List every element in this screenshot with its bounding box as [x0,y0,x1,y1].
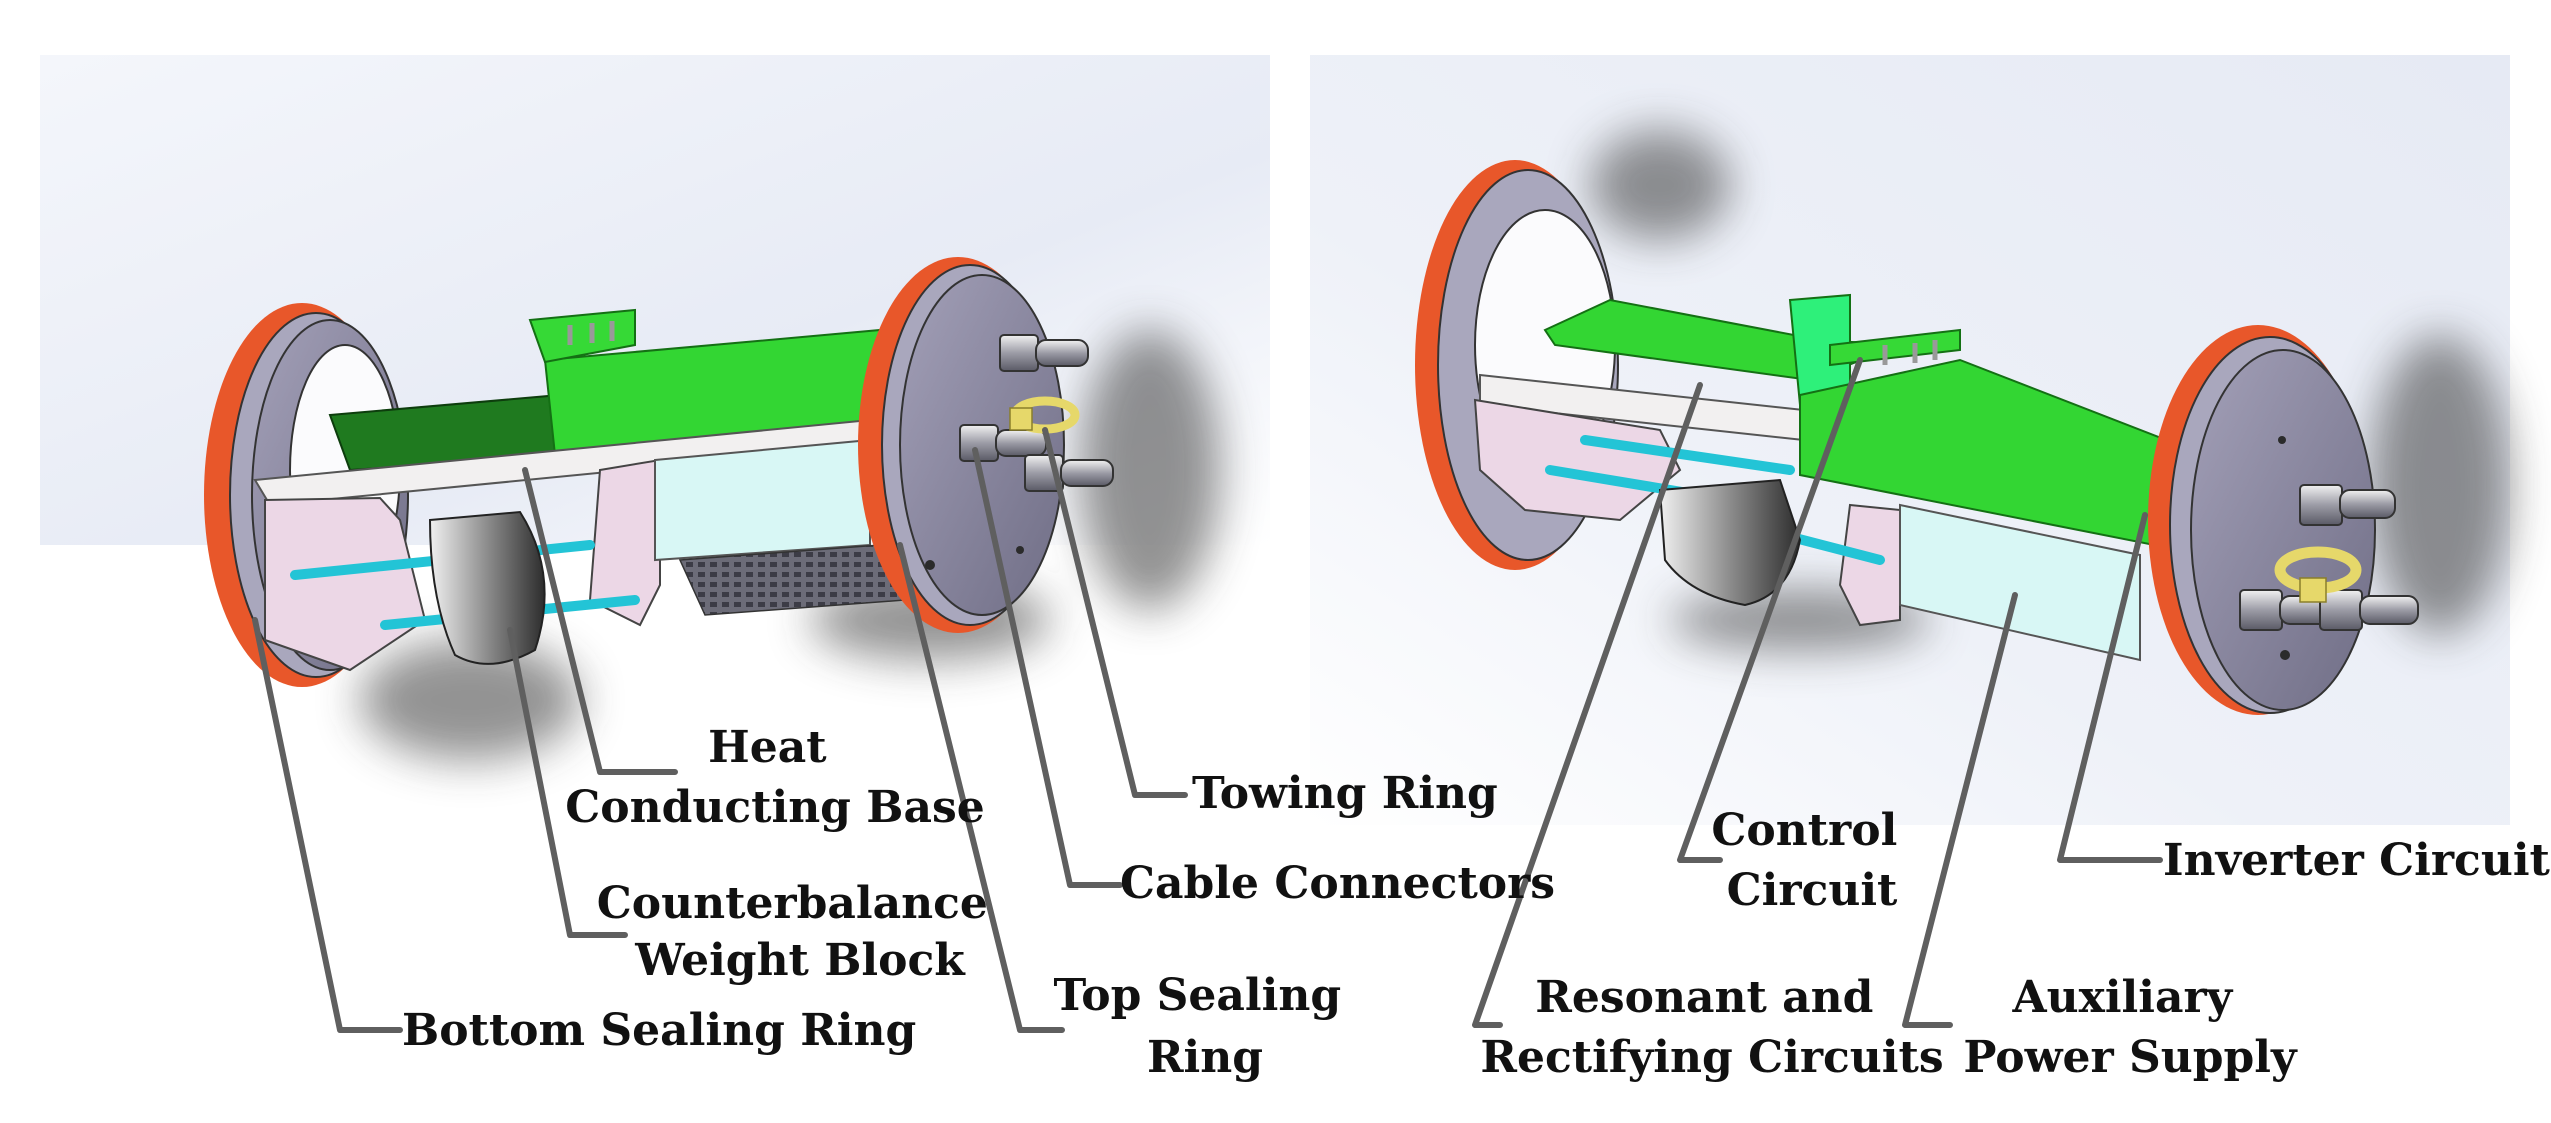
cable-connector-left-bottom [1024,454,1114,492]
leader-counterbalance [507,627,628,938]
support-bracket-left-1 [264,496,427,672]
label-top-sealing-ring: Top Sealing Ring [1054,970,1357,1083]
label-auxiliary-power-supply: Auxiliary Power Supply [1963,972,2298,1083]
rod-right-1 [1580,435,1795,475]
support-bracket-left-2 [588,458,661,627]
cable-connector-right-top [2299,484,2396,526]
leader-resonant-rectifying [1472,382,1703,1028]
right-shadows [1590,130,2510,650]
label-resonant-rectifying-circuits: Resonant and Rectifying Circuits [1480,972,1943,1083]
screw-left-a [925,560,935,570]
support-bracket-right-1 [1473,398,1682,522]
label-cable-connectors: Cable Connectors [1120,858,1555,909]
auxiliary-power-box-right [1899,503,2141,662]
counterbalance-weight-right [1658,478,1802,607]
towing-ring-right [2274,546,2362,603]
left-view [40,55,1270,760]
leader-top-sealing-ring [897,542,1065,1033]
leader-auxiliary-power-supply [1902,592,2018,1028]
leader-heat-conducting-base [522,467,678,775]
screw-right-b [2278,436,2286,444]
labels: Heat Conducting Base Towing Ring Cable C… [402,722,2551,1083]
label-control-circuit: Control Circuit [1711,805,1912,916]
label-towing-ring: Towing Ring [1192,768,1498,819]
leader-towing-ring [1042,427,1188,798]
label-heat-conducting-base: Heat Conducting Base [565,722,984,833]
label-counterbalance-weight-block: Counterbalance Weight Block [597,878,1003,986]
leader-bottom-sealing-ring [252,617,403,1033]
leader-inverter-circuit [2057,512,2163,863]
green-tab-left [528,308,636,364]
cable-connector-right-bottom [2319,589,2419,631]
cable-connector-right-mid [2239,589,2331,631]
support-bracket-right-2 [1838,503,1901,627]
screw-right-a [2280,650,2290,660]
leader-cable-connectors [972,447,1123,888]
counterbalance-weight-left [428,510,546,665]
label-bottom-sealing-ring: Bottom Sealing Ring [402,1005,916,1056]
power-box-left [654,438,871,562]
control-pcb-right [1829,328,1961,367]
screw-left-b [1016,546,1024,554]
label-inverter-circuit: Inverter Circuit [2163,835,2551,886]
leader-control-circuit [1677,357,1863,863]
cable-connector-left-top [999,334,1089,372]
right-view [1310,55,2510,825]
leader-lines [252,357,2163,1033]
